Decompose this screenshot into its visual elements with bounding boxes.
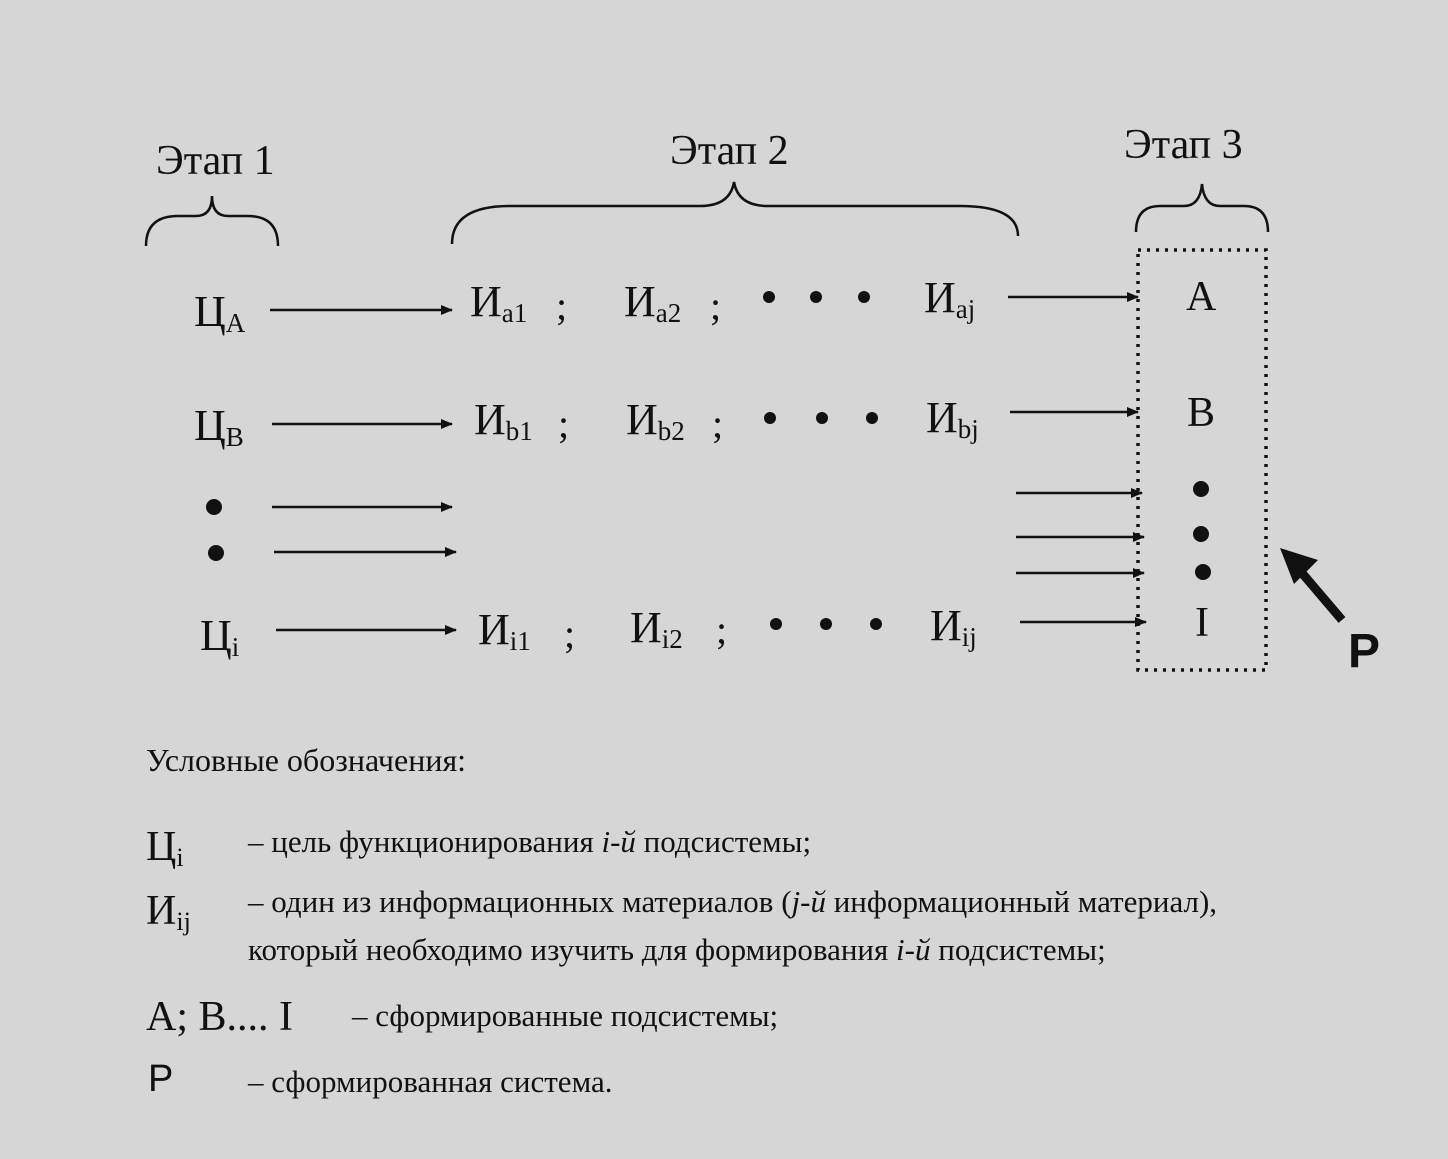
ellipsis-dot xyxy=(816,412,828,424)
goal-ellipsis-dot xyxy=(208,545,224,561)
goal-i: Цi xyxy=(200,611,240,662)
box-ellipsis-dot xyxy=(1193,526,1209,542)
separator: ; xyxy=(716,607,728,652)
separator: ; xyxy=(710,283,722,328)
brace-stage1 xyxy=(144,195,280,247)
legend-text-info-line2: который необходимо изучить для формирова… xyxy=(248,932,1106,967)
info-b1: Иb1 xyxy=(474,395,533,446)
info-b2: Иb2 xyxy=(626,395,685,446)
subsystem-a: A xyxy=(1186,274,1217,320)
ellipsis-dot xyxy=(866,412,878,424)
separator: ; xyxy=(564,611,576,656)
ellipsis-dot xyxy=(763,291,775,303)
legend-text-info-line1: – один из информационных материалов (j-й… xyxy=(248,884,1218,919)
separator: ; xyxy=(556,283,568,328)
info-a1: Иa1 xyxy=(470,277,528,328)
separator: ; xyxy=(558,401,570,446)
ellipsis-dot xyxy=(858,291,870,303)
info-i1: Иi1 xyxy=(478,605,531,656)
ellipsis-dot xyxy=(764,412,776,424)
ellipsis-dot xyxy=(810,291,822,303)
subsystems-box xyxy=(1136,248,1268,672)
system-arrow-head xyxy=(1280,548,1318,584)
stage3-title: Этап 3 xyxy=(1124,122,1243,168)
stage1-title: Этап 1 xyxy=(156,138,275,184)
stage2-title: Этап 2 xyxy=(670,128,789,174)
ellipsis-dot xyxy=(870,618,882,630)
legend-symbol-system: P xyxy=(148,1058,174,1100)
info-bj: Иbj xyxy=(926,393,979,444)
subsystem-b: B xyxy=(1187,390,1216,436)
ellipsis-dot xyxy=(820,618,832,630)
box-ellipsis-dot xyxy=(1193,481,1209,497)
subsystem-i: I xyxy=(1195,600,1209,646)
goal-b: ЦB xyxy=(194,401,244,452)
system-label: P xyxy=(1348,625,1381,678)
legend-text-system: – сформированная система. xyxy=(248,1064,613,1099)
legend-symbol-info: Иij xyxy=(146,888,191,936)
legend-symbol-goal: Цi xyxy=(146,824,184,872)
separator: ; xyxy=(712,401,724,446)
info-a2: Иa2 xyxy=(624,277,682,328)
system-arrow xyxy=(1292,563,1346,623)
goal-a: ЦA xyxy=(194,287,246,338)
box-ellipsis-dot xyxy=(1195,564,1211,580)
legend-title: Условные обозначения: xyxy=(146,742,467,778)
ellipsis-dot xyxy=(770,618,782,630)
info-i2: Иi2 xyxy=(630,603,683,654)
goal-ellipsis-dot xyxy=(206,499,222,515)
brace-stage2 xyxy=(450,181,1020,245)
legend-text-goal: – цель функционирования i-й подсистемы; xyxy=(248,824,812,859)
legend-symbol-subsystems: A; B.... I xyxy=(146,994,293,1040)
legend-text-subsystems: – сформированные подсистемы; xyxy=(352,998,779,1033)
info-ij: Иij xyxy=(930,601,977,652)
brace-stage3 xyxy=(1134,183,1270,233)
info-aj: Иaj xyxy=(924,273,976,324)
